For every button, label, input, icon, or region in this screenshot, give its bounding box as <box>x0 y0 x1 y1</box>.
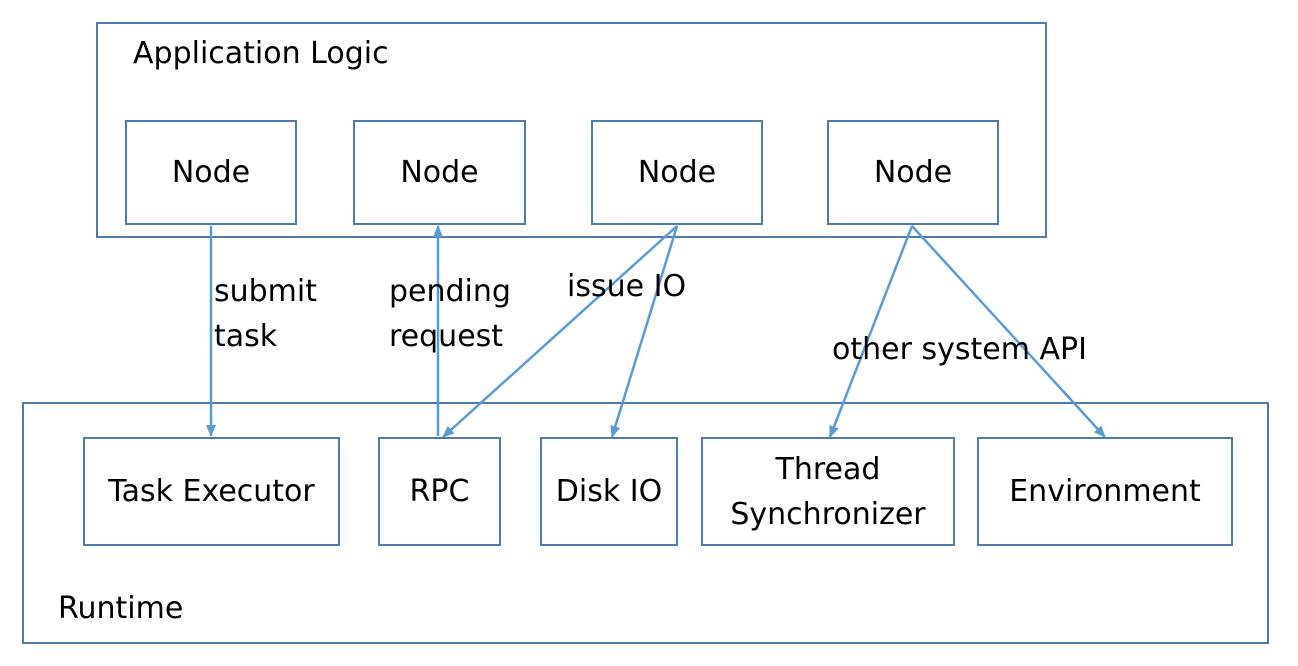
rpc-box: RPC <box>378 437 501 546</box>
node-label: Node <box>400 155 479 190</box>
rpc-label: RPC <box>409 474 470 509</box>
node-label: Node <box>171 155 251 190</box>
application-logic-title: Application Logic <box>133 36 389 71</box>
node-box-4: Node <box>827 120 999 225</box>
disk-io-box: Disk IO <box>540 437 678 546</box>
issue-io-rpc-arrow <box>442 225 678 438</box>
thread-synchronizer-label: Thread Synchronizer <box>730 451 926 532</box>
task-executor-label: Task Executor <box>108 474 315 509</box>
system-api-thread-arrow <box>828 225 914 438</box>
other-system-api-label: other system API <box>832 332 1087 367</box>
node-box-2: Node <box>353 120 526 225</box>
environment-box: Environment <box>977 437 1233 546</box>
node-label: Node <box>873 155 953 190</box>
system-api-environment-arrow <box>911 225 1106 438</box>
disk-io-label: Disk IO <box>555 474 663 509</box>
node-box-1: Node <box>125 120 297 225</box>
environment-label: Environment <box>1009 474 1201 509</box>
task-executor-box: Task Executor <box>83 437 340 546</box>
node-label: Node <box>637 155 717 190</box>
submit-task-label: submit task <box>214 274 318 354</box>
pending-request-label: pending request <box>389 274 511 354</box>
thread-synchronizer-box: Thread Synchronizer <box>701 437 955 546</box>
issue-io-label: issue IO <box>567 269 687 304</box>
issue-io-disk-arrow <box>610 225 679 438</box>
node-box-3: Node <box>591 120 763 225</box>
runtime-title: Runtime <box>58 591 184 626</box>
